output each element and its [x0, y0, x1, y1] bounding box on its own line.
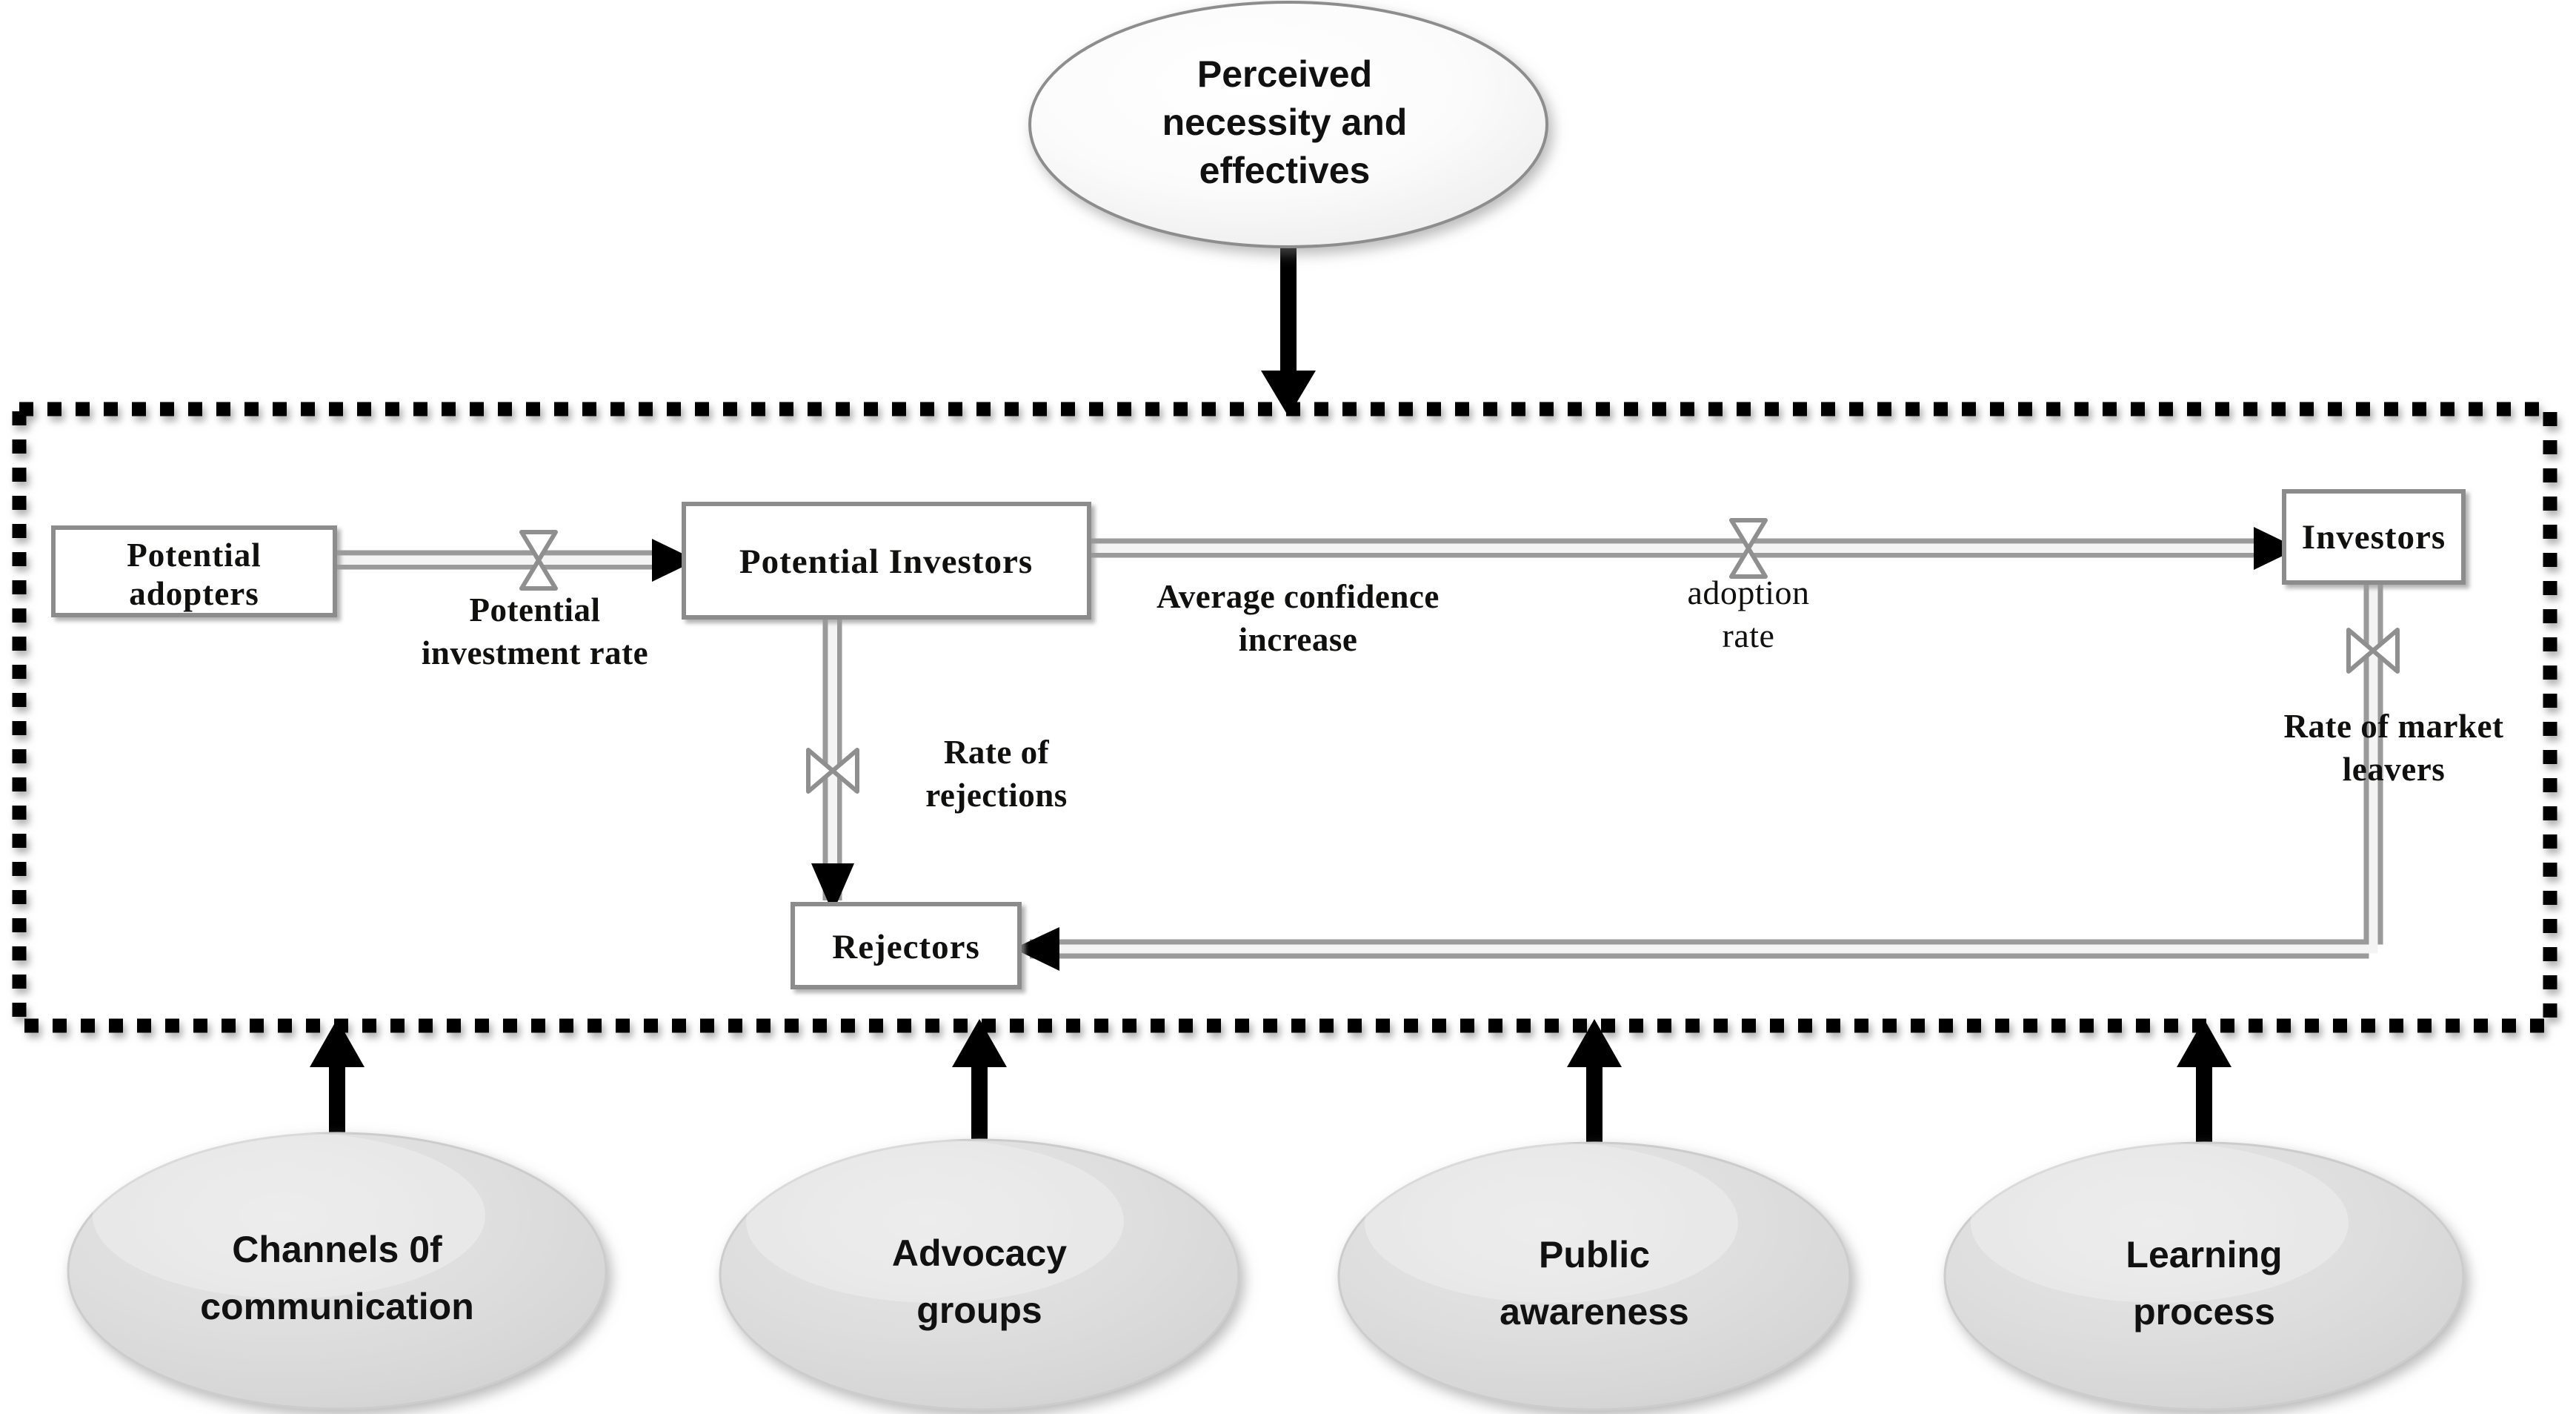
flow-label-adoption-rate: adoption rate: [1688, 574, 1810, 654]
flow-label-line: rejections: [925, 777, 1068, 814]
ellipse-label-line: Perceived: [1197, 53, 1372, 95]
arrow-learning-process-to-boundary: [2177, 1019, 2231, 1144]
stock-label-line: adopters: [129, 575, 259, 612]
flow-label-rate-of-market-leavers: Rate of market leavers: [2284, 708, 2504, 788]
flow-average-confidence-adoption: [1089, 518, 2298, 579]
stock-label-line: Rejectors: [832, 928, 979, 966]
stock-potential-adopters[interactable]: Potential adopters: [51, 525, 337, 617]
ellipse-label-line: Advocacy: [892, 1232, 1067, 1274]
ellipse-label-line: Channels 0f: [232, 1229, 442, 1270]
ellipse-label-line: Public: [1539, 1234, 1650, 1275]
external-factor-perceived-necessity-and-effectives[interactable]: Perceived necessity and effectives: [1028, 1, 1548, 248]
stock-label-line: Potential: [127, 537, 261, 574]
ellipse-label-line: effectives: [1199, 150, 1371, 191]
flow-label-line: leavers: [2343, 751, 2445, 788]
flow-label-rate-of-rejections: Rate of rejections: [925, 734, 1068, 814]
stock-investors[interactable]: Investors: [2282, 489, 2466, 585]
valve-icon: [806, 748, 859, 794]
stock-label-line: Potential Investors: [739, 542, 1033, 581]
flow-rate-of-market-leavers: [1014, 582, 2400, 971]
valve-icon: [1729, 518, 1768, 579]
flow-rate-of-rejections: [806, 617, 859, 913]
flow-label-line: increase: [1239, 621, 1358, 658]
ellipse-label-line: process: [2133, 1291, 2275, 1332]
arrow-perceived-necessity-to-boundary: [1261, 247, 1316, 416]
flow-label-line: adoption: [1688, 574, 1810, 611]
ellipse-label-line: groups: [916, 1289, 1042, 1331]
external-factor-learning-process[interactable]: Learning process: [1943, 1141, 2465, 1411]
ellipse-label-line: Learning: [2126, 1234, 2282, 1275]
external-factor-public-awareness[interactable]: Public awareness: [1337, 1141, 1851, 1411]
arrow-channels-of-communication-to-boundary: [310, 1019, 365, 1134]
model-boundary: [12, 402, 2557, 1033]
valve-icon: [519, 530, 558, 591]
external-factor-channels-of-communication[interactable]: Channels 0f communication: [67, 1132, 608, 1410]
arrow-public-awareness-to-boundary: [1567, 1019, 1622, 1144]
ellipse-label-line: communication: [200, 1286, 473, 1327]
ellipse-label-line: awareness: [1500, 1291, 1689, 1332]
flow-label-potential-investment-rate: Potential investment rate: [422, 591, 648, 671]
flow-label-line: Rate of market: [2284, 708, 2504, 745]
flow-label-line: Average confidence: [1156, 578, 1440, 615]
flow-label-line: rate: [1723, 617, 1775, 654]
flow-label-line: Potential: [470, 591, 601, 628]
stock-label-line: Investors: [2302, 518, 2446, 557]
flow-potential-investment-rate: [335, 530, 696, 591]
valve-icon: [2346, 628, 2400, 674]
flow-label-line: investment rate: [422, 634, 648, 671]
arrow-advocacy-groups-to-boundary: [952, 1019, 1007, 1141]
stock-rejectors[interactable]: Rejectors: [791, 902, 1022, 989]
flow-label-average-confidence-increase: Average confidence increase: [1156, 578, 1440, 658]
flow-label-line: Rate of: [944, 734, 1050, 771]
ellipse-label-line: necessity and: [1162, 102, 1408, 143]
stock-potential-investors[interactable]: Potential Investors: [682, 502, 1091, 620]
external-factor-advocacy-groups[interactable]: Advocacy groups: [719, 1138, 1240, 1411]
